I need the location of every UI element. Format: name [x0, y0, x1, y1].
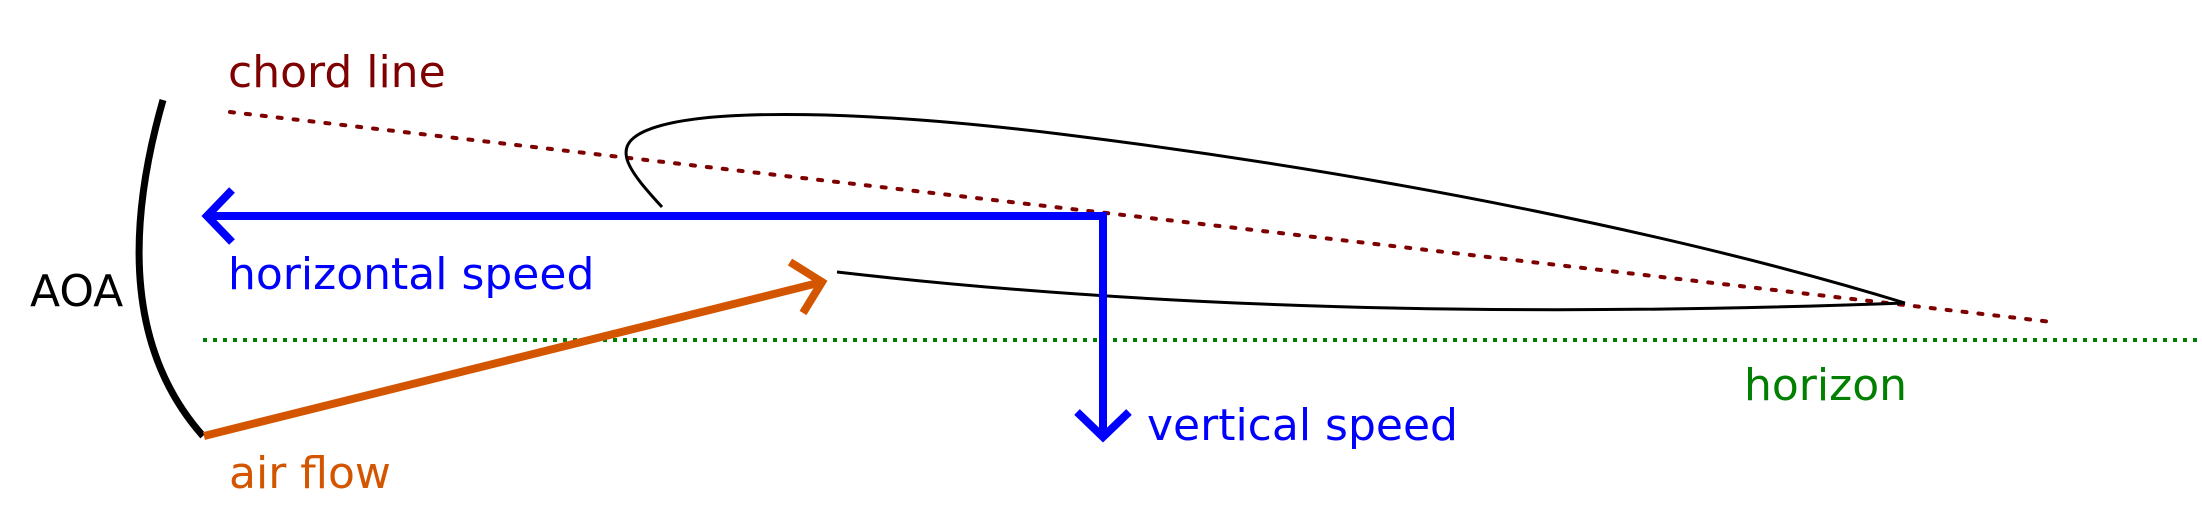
airfoil-lower-surface	[836, 270, 1906, 312]
horizontal-speed-arrow-head	[201, 187, 235, 245]
air-flow-arrow-shaft	[203, 278, 823, 440]
air-flow-label: air flow	[229, 448, 391, 499]
air-flow-arrow-head	[787, 258, 828, 316]
aoa-label: AOA	[30, 266, 123, 317]
chord-line-label: chord line	[228, 47, 446, 98]
horizon-label: horizon	[1744, 360, 1907, 411]
aoa-arc	[135, 99, 206, 439]
vertical-speed-label: vertical speed	[1147, 400, 1458, 451]
airfoil-upper-surface	[624, 113, 1906, 305]
chord-line	[228, 110, 2054, 324]
vertical-speed-arrow-head	[1074, 409, 1132, 443]
horizontal-speed-label: horizontal speed	[228, 249, 594, 300]
